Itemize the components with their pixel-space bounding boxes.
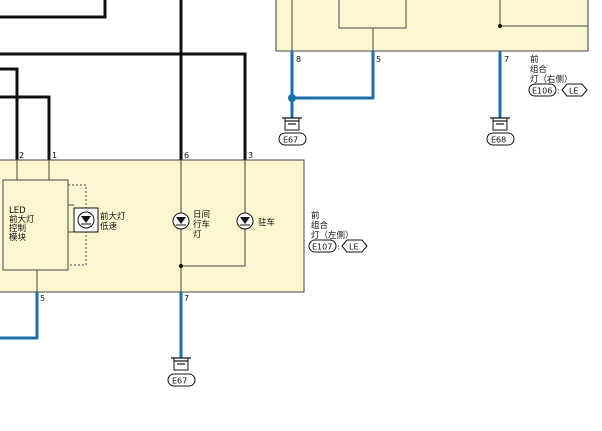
ground-label-e67-top: E67 (278, 132, 307, 146)
ground-label-e68: E68 (486, 132, 515, 146)
drl-label-3: 灯 (193, 229, 202, 240)
right-lamp-name-line3: 灯（右侧） (530, 74, 573, 85)
left-lamp-ground-wires (0, 292, 183, 358)
led-module-label-3: 控制 (9, 223, 26, 234)
right-lamp-name-line1: 前 (530, 54, 539, 65)
svg-text:LE: LE (569, 87, 579, 96)
left-lamp-pin-6: 6 (184, 151, 189, 160)
led-module-label-2: 前大灯 (9, 214, 35, 225)
daytime-running-lamp-icon (172, 212, 190, 230)
left-lamp-pin-1: 1 (52, 151, 57, 160)
svg-text::: : (337, 243, 340, 252)
left-lamp-pin-3: 3 (248, 151, 253, 160)
right-lamp-pin-8: 8 (296, 55, 301, 64)
drl-label-2: 行车 (193, 219, 210, 230)
left-lamp-name-line2: 组合 (311, 220, 329, 231)
right-lamp-pin-7: 7 (504, 55, 509, 64)
svg-text:E107: E107 (312, 243, 332, 252)
led-module-label-4: 模块 (9, 232, 27, 243)
ground-label-e67-bottom: E67 (167, 373, 196, 387)
connector-e107: E107 : LE (308, 239, 368, 253)
svg-text:E106: E106 (532, 87, 552, 96)
low-beam-label-2: 低速 (100, 221, 118, 232)
splice-point (288, 94, 296, 102)
black-wires (0, 0, 247, 160)
connector-e106: E106 : LE (528, 83, 588, 97)
left-lamp-body (0, 159, 305, 293)
left-combination-lamp (0, 159, 305, 293)
svg-text::: : (557, 87, 560, 96)
right-combination-lamp (275, 0, 589, 52)
parking-lamp-icon (236, 212, 254, 230)
led-module-label-1: LED (9, 206, 26, 216)
svg-text:LE: LE (349, 243, 359, 252)
left-lamp-pin-2: 2 (19, 151, 24, 160)
right-lamp-ground-wires (288, 51, 502, 118)
ground-symbol-e68 (490, 117, 510, 131)
right-lamp-pin-5: 5 (376, 55, 381, 64)
svg-text:E68: E68 (491, 136, 506, 145)
svg-text:E67: E67 (172, 377, 187, 386)
right-lamp-junction (498, 24, 502, 28)
left-lamp-name-line1: 前 (311, 210, 320, 221)
svg-text:E67: E67 (283, 136, 298, 145)
drl-label-1: 日间 (193, 210, 210, 220)
parking-lamp-label: 驻车 (258, 217, 275, 228)
low-beam-label-1: 前大灯 (100, 211, 126, 222)
left-lamp-name-line3: 灯（左侧） (311, 230, 354, 241)
led-control-module (2, 179, 69, 271)
low-beam-lamp-icon (73, 207, 99, 233)
left-lamp-pin-5: 5 (40, 294, 45, 303)
left-lamp-junction (179, 264, 183, 268)
ground-symbol-e67-bottom (171, 357, 191, 371)
left-lamp-pin-7: 7 (184, 294, 189, 303)
right-lamp-name-line2: 组合 (530, 64, 548, 75)
ground-symbol-e67-top (282, 117, 302, 131)
